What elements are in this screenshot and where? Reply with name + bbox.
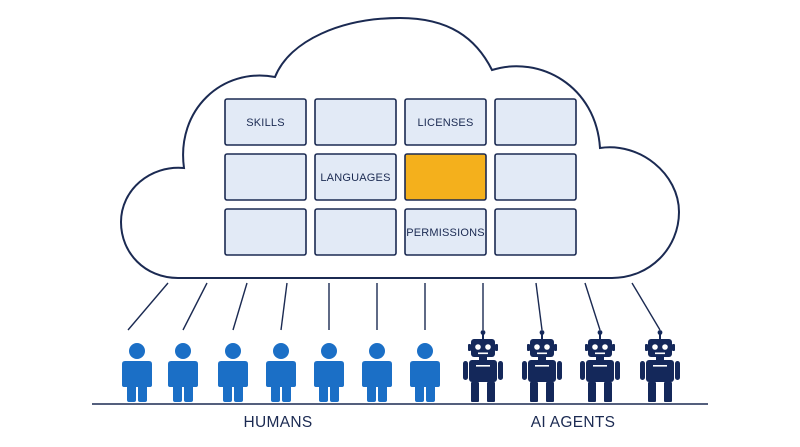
grid-cell-label: LANGUAGES xyxy=(320,172,390,184)
category-grid: SKILLS LICENSES LANGUAGES PERMISSIONS xyxy=(224,98,577,256)
person-icon xyxy=(410,343,440,402)
person-icon xyxy=(218,343,248,402)
grid-cell-box xyxy=(224,153,307,201)
person-icon xyxy=(266,343,296,402)
connector-line-agent-4 xyxy=(631,282,661,331)
grid-cell-permissions: PERMISSIONS xyxy=(404,208,487,256)
grid-cell-label: PERMISSIONS xyxy=(406,227,485,239)
grid-cell-box xyxy=(224,98,307,146)
cloud-outline xyxy=(119,16,681,279)
grid-cell-empty-r3c2 xyxy=(314,208,397,256)
grid-cell-box xyxy=(314,98,397,146)
robot-icon xyxy=(522,330,562,402)
grid-cell-box xyxy=(224,208,307,256)
grid-cell-box xyxy=(494,208,577,256)
connector-line-human-1 xyxy=(127,282,169,331)
grid-cell-highlighted xyxy=(404,153,487,201)
connector-line-agent-3 xyxy=(584,282,601,331)
grid-cell-box xyxy=(404,208,487,256)
grid-cell-empty-r2c4 xyxy=(494,153,577,201)
humans-label: HUMANS xyxy=(244,414,313,431)
person-icon xyxy=(122,343,152,402)
grid-cell-box xyxy=(404,153,487,201)
person-icon xyxy=(314,343,344,402)
grid-cell-empty-r3c4 xyxy=(494,208,577,256)
grid-cell-empty-r2c1 xyxy=(224,153,307,201)
grid-cell-empty-r1c2 xyxy=(314,98,397,146)
robot-icon xyxy=(640,330,680,402)
connector-line-human-2 xyxy=(182,282,208,331)
grid-cell-licenses: LICENSES xyxy=(404,98,487,146)
grid-cell-label: SKILLS xyxy=(246,117,285,129)
grid-cell-label: LICENSES xyxy=(417,117,473,129)
grid-cell-box xyxy=(404,98,487,146)
grid-cell-skills: SKILLS xyxy=(224,98,307,146)
ai-agents-group xyxy=(463,330,680,402)
grid-cell-box xyxy=(494,98,577,146)
robot-icon xyxy=(580,330,620,402)
grid-cell-languages: LANGUAGES xyxy=(314,153,397,201)
grid-cell-box xyxy=(314,153,397,201)
grid-cell-empty-r3c1 xyxy=(224,208,307,256)
grid-cell-box xyxy=(314,208,397,256)
connector-line-agent-2 xyxy=(535,282,543,331)
connector-line-human-3 xyxy=(232,282,248,331)
robot-icon xyxy=(463,330,503,402)
grid-cell-box xyxy=(494,153,577,201)
humans-group xyxy=(122,343,440,402)
grid-cell-empty-r1c4 xyxy=(494,98,577,146)
connector-line-human-4 xyxy=(280,282,288,331)
ai-agents-label: AI AGENTS xyxy=(531,414,616,431)
connector-lines xyxy=(127,282,661,331)
person-icon xyxy=(168,343,198,402)
person-icon xyxy=(362,343,392,402)
